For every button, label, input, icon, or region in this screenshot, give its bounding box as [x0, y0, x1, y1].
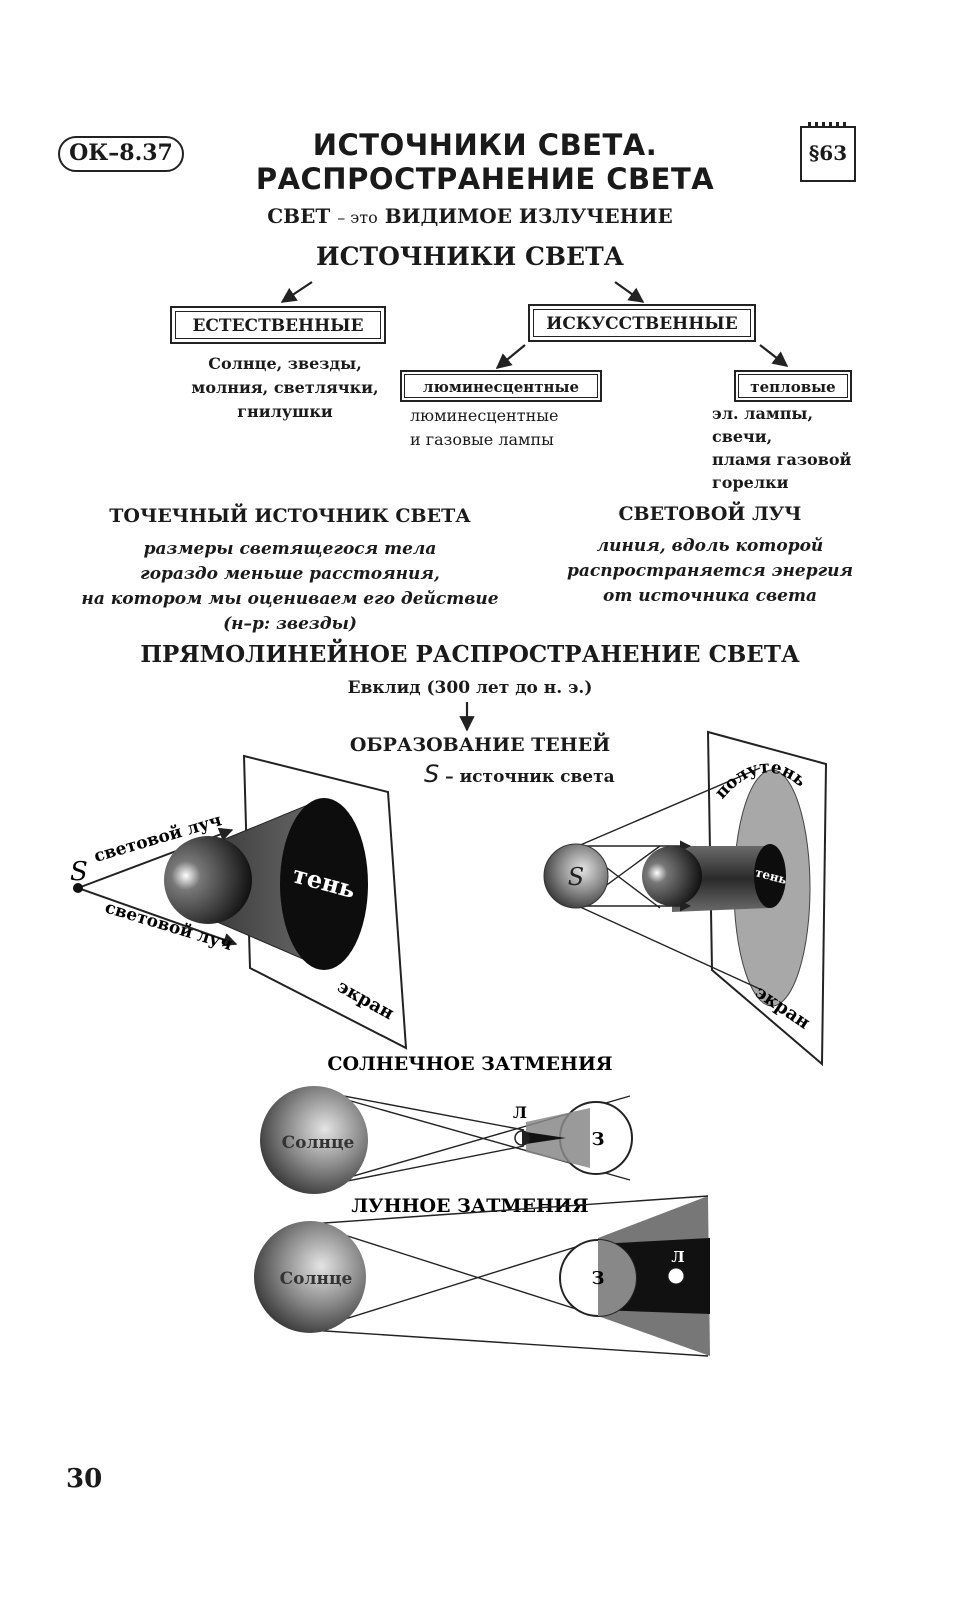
- luminescent-label: люминесцентные: [404, 374, 598, 398]
- solar-sun: [260, 1086, 368, 1194]
- point-source-line: (н–р: звезды): [223, 614, 357, 634]
- natural-example-line: гнилушки: [237, 402, 333, 421]
- definition-term: СВЕТ: [267, 204, 331, 228]
- left-shadow-ellipse: [280, 798, 368, 970]
- left-point-source: [73, 883, 83, 893]
- left-obstacle-sphere: [164, 836, 252, 924]
- light-ray-line: от источника света: [603, 586, 817, 606]
- light-ray-heading: СВЕТОВОЙ ЛУЧ: [618, 503, 802, 525]
- natural-examples: Солнце, звезды, молния, светлячки, гнилу…: [170, 352, 400, 424]
- solar-eclipse-heading: СОЛНЕЧНОЕ ЗАТМЕНИЯ: [327, 1053, 612, 1075]
- arrow-to-thermal: [759, 344, 789, 367]
- page-title-line-2: РАСПРОСТРАНЕНИЕ СВЕТА: [255, 162, 715, 196]
- source-note: – источник света: [445, 767, 615, 787]
- lunar-ray-3: [309, 1223, 599, 1317]
- source-legend: S – источник света: [424, 760, 664, 788]
- page-title-line-1: ИСТОЧНИКИ СВЕТА.: [312, 128, 658, 162]
- lunar-ray-4: [309, 1239, 599, 1331]
- light-ray-line: распространяется энергия: [566, 561, 854, 581]
- natural-sources-label: ЕСТЕСТВЕННЫЕ: [175, 311, 381, 339]
- light-ray-line: линия, вдоль которой: [596, 536, 824, 556]
- page-number: 30: [66, 1464, 103, 1494]
- lunar-ray-1: [309, 1195, 709, 1225]
- thermal-label: тепловые: [738, 374, 848, 398]
- thermal-box: тепловые: [734, 370, 852, 402]
- light-definition: СВЕТ – это ВИДИМОЕ ИЗЛУЧЕНИЕ: [180, 204, 760, 228]
- point-source-line: на котором мы оцениваем его действие: [81, 589, 499, 609]
- notepad-rings: [808, 122, 848, 128]
- definition-connector: – это: [337, 208, 378, 227]
- left-ray-bottom: [77, 887, 238, 947]
- definition-text: ВИДИМОЕ ИЗЛУЧЕНИЕ: [384, 204, 673, 228]
- shadow-diagrams: тень S световой луч световой луч экран т…: [70, 730, 828, 1357]
- lesson-code: ОК–8.37: [69, 140, 173, 166]
- luminescent-examples: люминесцентные и газовые лампы: [410, 404, 610, 452]
- thermal-example-line: горелки: [712, 473, 789, 492]
- natural-example-line: молния, светлячки,: [191, 378, 379, 397]
- source-symbol: S: [424, 760, 440, 788]
- right-ray-3: [577, 767, 761, 847]
- artificial-sources-box: ИСКУССТВЕННЫЕ: [528, 304, 756, 342]
- right-extended-source: [543, 843, 609, 909]
- rectilinear-heading: ПРЯМОЛИНЕЙНОЕ РАСПРОСТРАНЕНИЕ СВЕТА: [140, 641, 800, 668]
- right-ray-4: [577, 905, 763, 991]
- right-obstacle-sphere: [642, 846, 702, 906]
- solar-ray-3: [311, 1089, 525, 1131]
- luminescent-box: люминесцентные: [400, 370, 602, 402]
- solar-moon-label: Л: [513, 1103, 527, 1122]
- point-source-line: размеры светящегося тела: [143, 539, 437, 559]
- lunar-earth-dark-side: [598, 1240, 636, 1316]
- arrow-to-natural: [280, 281, 313, 303]
- solar-moon-dark-side: [522, 1131, 529, 1145]
- luminescent-example-line: люминесцентные: [410, 406, 559, 425]
- sources-heading: ИСТОЧНИКИ СВЕТА: [315, 242, 625, 271]
- lunar-earth-label: З: [592, 1268, 605, 1289]
- solar-sun-label: Солнце: [282, 1133, 355, 1153]
- thermal-example-line: пламя газовой: [712, 450, 852, 469]
- euclid-note: Евклид (300 лет до н. э.): [347, 678, 593, 698]
- luminescent-example-line: и газовые лампы: [410, 430, 554, 449]
- classification-arrows: [280, 281, 789, 369]
- arrow-to-artificial: [614, 281, 645, 303]
- thermal-example-line: эл. лампы,: [712, 404, 814, 423]
- lunar-moon: [667, 1267, 685, 1285]
- lunar-eclipse-heading: ЛУННОЕ ЗАТМЕНИЯ: [351, 1195, 588, 1217]
- point-source-line: гораздо меньше расстояния,: [140, 564, 440, 584]
- lunar-ray-2: [309, 1329, 709, 1357]
- shadows-heading: ОБРАЗОВАНИЕ ТЕНЕЙ: [349, 734, 611, 756]
- euclid-arrow: [459, 702, 475, 732]
- thermal-examples: эл. лампы, свечи, пламя газовой горелки: [712, 402, 882, 494]
- light-ray-definition: линия, вдоль которой распространяется эн…: [550, 534, 870, 609]
- arrow-to-luminescent: [495, 344, 526, 369]
- right-shadow-ellipse: [754, 844, 786, 908]
- lunar-moon-label: Л: [671, 1248, 684, 1266]
- left-source-label: S: [70, 857, 88, 887]
- artificial-sources-label: ИСКУССТВЕННЫЕ: [533, 309, 751, 337]
- thermal-example-line: свечи,: [712, 427, 773, 446]
- solar-umbra: [526, 1132, 566, 1144]
- lunar-sun-label: Солнце: [280, 1269, 353, 1289]
- lunar-sun: [254, 1221, 366, 1333]
- natural-sources-box: ЕСТЕСТВЕННЫЕ: [170, 306, 386, 344]
- lesson-code-badge: ОК–8.37: [58, 136, 184, 172]
- point-source-heading: ТОЧЕЧНЫЙ ИСТОЧНИК СВЕТА: [109, 505, 471, 527]
- right-source-label: S: [568, 863, 584, 891]
- natural-example-line: Солнце, звезды,: [208, 354, 362, 373]
- solar-earth-label: З: [592, 1129, 605, 1150]
- section-notepad-icon: §63: [800, 122, 856, 182]
- point-source-definition: размеры светящегося тела гораздо меньше …: [50, 537, 530, 637]
- section-number: §63: [808, 141, 848, 165]
